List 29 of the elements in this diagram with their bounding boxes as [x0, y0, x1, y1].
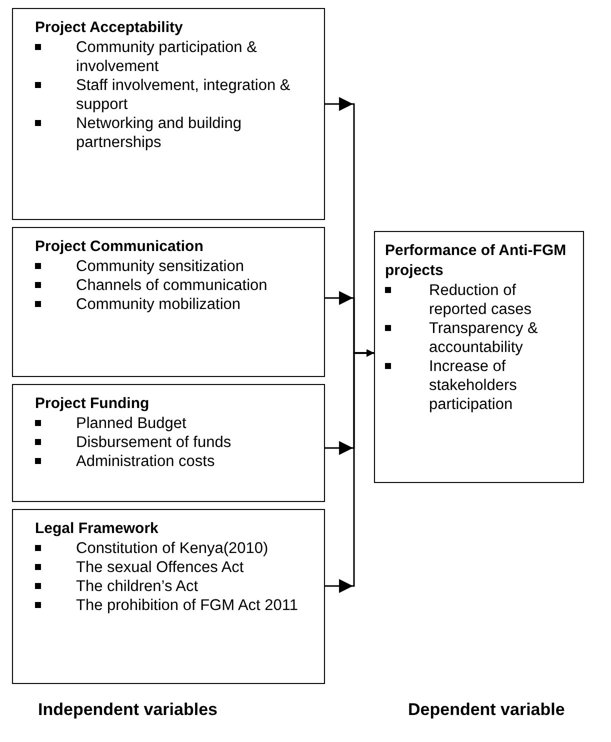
variable-box [12, 227, 325, 377]
box-heading: Project Communication [35, 237, 204, 257]
arrow [325, 349, 374, 593]
bullet-text: Disbursement of funds [76, 434, 232, 451]
box-heading: Project Funding [35, 394, 150, 414]
axis-caption: Independent variables [38, 700, 218, 720]
bullet-text: Community mobilization [76, 296, 241, 313]
bullet-text: Staff involvement, integration & support [76, 77, 290, 113]
variable-box [12, 509, 325, 684]
axis-caption: Dependent variable [408, 700, 565, 720]
bullet-text: The children’s Act [76, 578, 198, 595]
bullet-text: The prohibition of FGM Act 2011 [76, 597, 298, 614]
bullet-text: Networking and building partnerships [76, 115, 242, 151]
bullet-text: Community participation & involvement [76, 39, 257, 75]
bullet-text: Administration costs [76, 453, 215, 470]
box-heading: Project Acceptability [35, 18, 184, 38]
bullet-text: Transparency & accountability [429, 320, 538, 356]
box-heading: Performance of Anti-FGM projects [385, 241, 568, 281]
bullet-text: Community sensitization [76, 258, 244, 275]
bullet-text: The sexual Offences Act [76, 559, 244, 576]
variable-box [12, 384, 325, 502]
bullet-text: Channels of communication [76, 277, 268, 294]
variable-box [12, 8, 325, 220]
bullet-text: Reduction of reported cases [429, 282, 532, 318]
variable-box [374, 231, 584, 483]
bullet-text: Increase of stakeholders participation [429, 358, 517, 413]
bullet-text: Constitution of Kenya(2010) [76, 540, 268, 557]
bullet-text: Planned Budget [76, 415, 186, 432]
box-heading: Legal Framework [35, 519, 160, 539]
